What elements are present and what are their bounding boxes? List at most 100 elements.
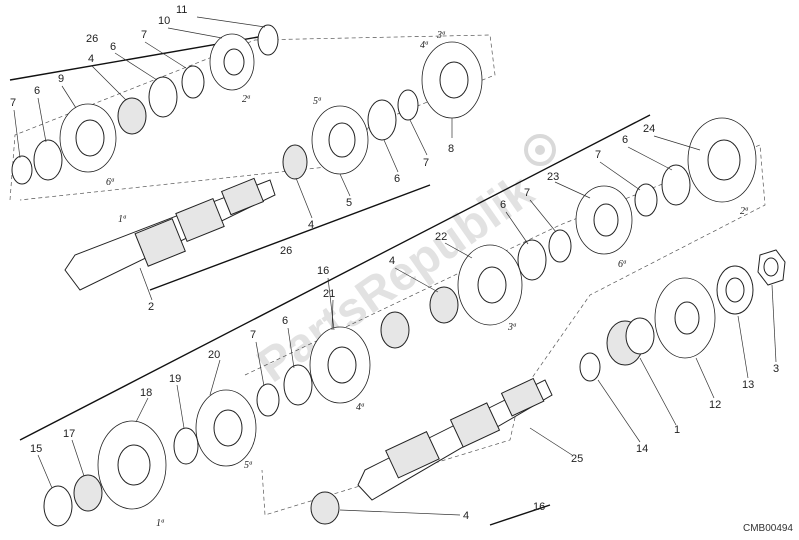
callout-7-a: 7 bbox=[10, 97, 16, 109]
ring-6-upper-mid bbox=[148, 76, 178, 118]
callout-4-a: 4 bbox=[88, 53, 94, 65]
washer-7-right bbox=[634, 183, 658, 217]
gear-5th-upper bbox=[311, 105, 369, 175]
lower-bracket-26 bbox=[149, 184, 431, 291]
callout-1: 1 bbox=[674, 424, 680, 436]
gear-3rd-lower bbox=[457, 244, 523, 326]
callout-21: 21 bbox=[323, 288, 335, 300]
needle-bearing-4-lower-right bbox=[429, 286, 459, 324]
gear-label-5th-upper: 5ª bbox=[313, 96, 322, 107]
gear-6th-lower bbox=[575, 185, 633, 255]
gear-4th-lower bbox=[309, 326, 371, 404]
ring-6-mid bbox=[367, 99, 397, 141]
callout-6-a: 6 bbox=[34, 85, 40, 97]
upper-shaft bbox=[64, 177, 276, 291]
gear-1st-lower bbox=[97, 420, 167, 510]
callout-8: 8 bbox=[448, 143, 454, 155]
callout-19: 19 bbox=[169, 373, 181, 385]
callout-26-top: 26 bbox=[86, 33, 98, 45]
washer-15 bbox=[43, 485, 73, 527]
gear-label-2nd-upper: 2ª bbox=[242, 94, 251, 105]
gear-label-1st-upper: 1ª bbox=[118, 214, 127, 225]
leader-lines bbox=[13, 16, 777, 516]
washer-7-upper-left bbox=[11, 155, 33, 185]
sprocket-12 bbox=[654, 277, 716, 359]
gear-label-6th-upper: 6ª bbox=[106, 177, 115, 188]
callout-2: 2 bbox=[148, 301, 154, 313]
washer-19 bbox=[173, 427, 199, 465]
callout-4-c: 4 bbox=[389, 255, 395, 267]
callout-6-f: 6 bbox=[282, 315, 288, 327]
washer-7-lower bbox=[256, 383, 280, 417]
callout-11: 11 bbox=[176, 4, 187, 16]
diagram-code: CMB00494 bbox=[742, 523, 793, 534]
callout-4-b: 4 bbox=[308, 219, 314, 231]
needle-bearing-4-mid bbox=[282, 144, 308, 180]
washer-7-upper-mid bbox=[181, 65, 205, 99]
callout-23: 23 bbox=[547, 171, 559, 183]
callout-16-top: 16 bbox=[317, 265, 329, 277]
bushing-1 bbox=[606, 317, 655, 366]
gear-label-4th-upper: 4ª bbox=[420, 40, 429, 51]
gear-label-6th-lower: 6ª bbox=[618, 259, 627, 270]
lower-dashed-frame bbox=[244, 144, 766, 516]
circlip-14 bbox=[579, 352, 601, 382]
callout-6-b: 6 bbox=[110, 41, 116, 53]
bracket-16-upper bbox=[19, 114, 651, 441]
ring-6-lower bbox=[283, 364, 313, 406]
gear-3rd-4th-upper bbox=[421, 41, 483, 119]
washer-11 bbox=[257, 24, 279, 56]
lock-washer-13 bbox=[716, 265, 754, 315]
gear-label-5th-lower: 5ª bbox=[244, 460, 253, 471]
ring-6-right bbox=[661, 164, 691, 206]
callout-4-d: 4 bbox=[463, 510, 469, 522]
watermark-gear-icon bbox=[524, 134, 556, 166]
needle-bearing-4-lower-mid bbox=[380, 311, 410, 349]
callout-6-d: 6 bbox=[622, 134, 628, 146]
callout-9: 9 bbox=[58, 73, 64, 85]
nut-3 bbox=[757, 249, 786, 286]
callout-7-f: 7 bbox=[250, 329, 256, 341]
gear-5th-lower bbox=[195, 389, 257, 467]
gear-2nd-lower bbox=[687, 117, 757, 203]
gear-2nd-upper bbox=[209, 33, 255, 91]
callout-24: 24 bbox=[643, 123, 655, 135]
gear-labels: 6ª 2ª 1ª 5ª 4ª 3ª 2ª 6ª 3ª 4ª 5ª 1ª bbox=[106, 30, 749, 529]
callout-16-bottom: 16 bbox=[533, 501, 545, 513]
callout-10: 10 bbox=[158, 15, 170, 27]
ring-6-lower-mid bbox=[517, 239, 547, 281]
callout-6-c: 6 bbox=[394, 173, 400, 185]
callout-3: 3 bbox=[773, 363, 779, 375]
callout-15: 15 bbox=[30, 443, 42, 455]
callout-20: 20 bbox=[208, 349, 220, 361]
callout-7-d: 7 bbox=[595, 149, 601, 161]
callout-25: 25 bbox=[571, 453, 583, 465]
gear-label-2nd-lower: 2ª bbox=[740, 206, 749, 217]
callout-17: 17 bbox=[63, 428, 75, 440]
callout-12: 12 bbox=[709, 399, 721, 411]
gear-label-1st-lower: 1ª bbox=[156, 518, 165, 529]
callout-7-e: 7 bbox=[524, 187, 530, 199]
gear-6th-upper bbox=[59, 103, 117, 173]
callout-7-b: 7 bbox=[141, 29, 147, 41]
callout-18: 18 bbox=[140, 387, 152, 399]
gear-label-3rd-upper: 3ª bbox=[436, 30, 446, 41]
callout-7-c: 7 bbox=[423, 157, 429, 169]
gear-label-3rd-lower: 3ª bbox=[507, 322, 517, 333]
needle-bearing-4-bottom bbox=[310, 491, 340, 525]
callout-22: 22 bbox=[435, 231, 447, 243]
washer-7-lower-mid bbox=[548, 229, 572, 263]
washer-7-mid bbox=[397, 89, 419, 121]
gear-label-4th-lower: 4ª bbox=[356, 402, 365, 413]
ring-6-upper-left bbox=[33, 139, 63, 181]
callout-14: 14 bbox=[636, 443, 648, 455]
lower-shaft bbox=[357, 377, 553, 501]
callout-6-e: 6 bbox=[500, 199, 506, 211]
bracket-16-lower bbox=[489, 504, 551, 526]
callout-5: 5 bbox=[346, 197, 352, 209]
needle-bearing-17 bbox=[73, 474, 103, 512]
callout-13: 13 bbox=[742, 379, 754, 391]
callout-26-bottom: 26 bbox=[280, 245, 292, 257]
callout-numbers: 26 7 6 9 4 6 7 10 11 2 26 4 5 6 7 8 24 6… bbox=[10, 4, 779, 522]
